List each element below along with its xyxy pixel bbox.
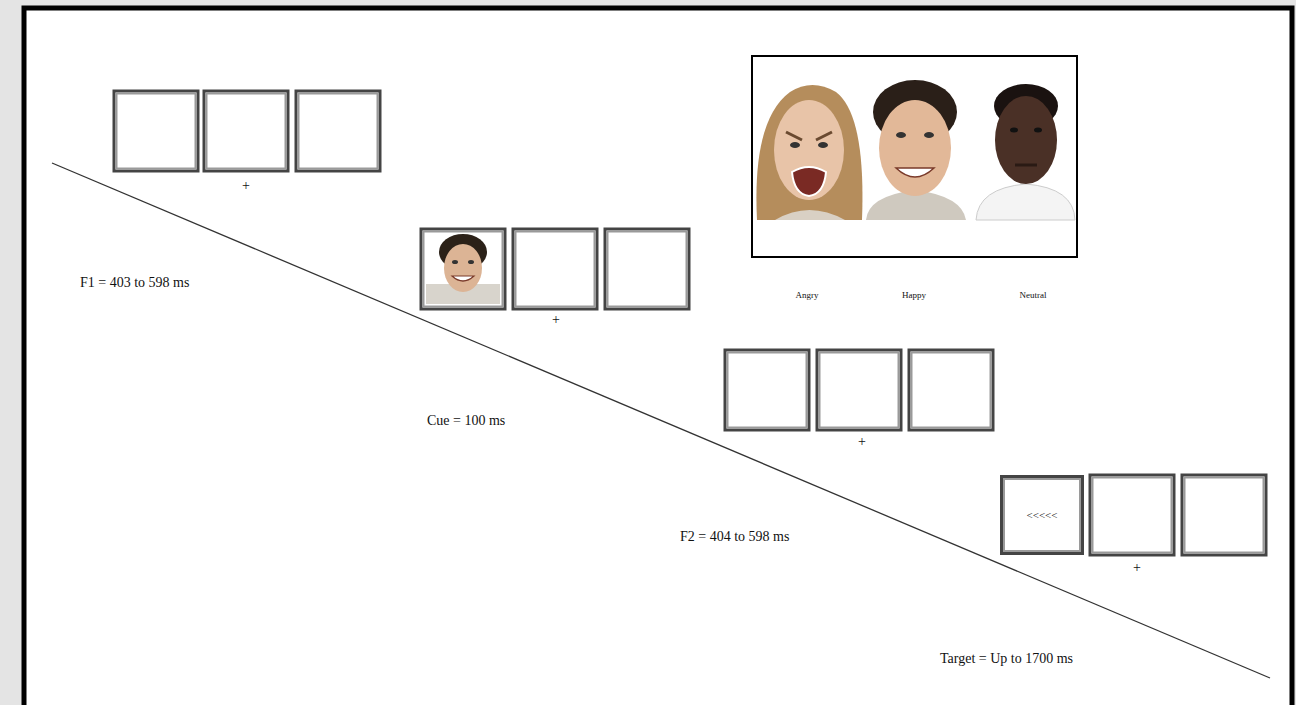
expression-panel: AngryHappyNeutral [751,55,1078,258]
timeline-line [52,163,1270,678]
fixation-cross: + [1133,560,1141,576]
duration-label: F2 = 404 to 598 ms [680,529,789,545]
outer-frame [24,8,1292,705]
duration-label: Target = Up to 1700 ms [940,651,1073,667]
fixation-cross: + [242,178,250,194]
expression-faces [756,80,1075,220]
duration-label: F1 = 403 to 598 ms [80,275,189,291]
expression-label: Angry [796,290,819,300]
frame-boxes [114,91,1266,555]
expression-label: Happy [902,290,926,300]
expression-label: Neutral [1020,290,1047,300]
duration-label: Cue = 100 ms [427,413,505,429]
fixation-cross: + [858,434,866,450]
arrow-target: <<<<< [1026,509,1057,521]
target-box: <<<<< [1000,475,1084,555]
cue-face [426,234,500,304]
fixation-cross: + [552,312,560,328]
